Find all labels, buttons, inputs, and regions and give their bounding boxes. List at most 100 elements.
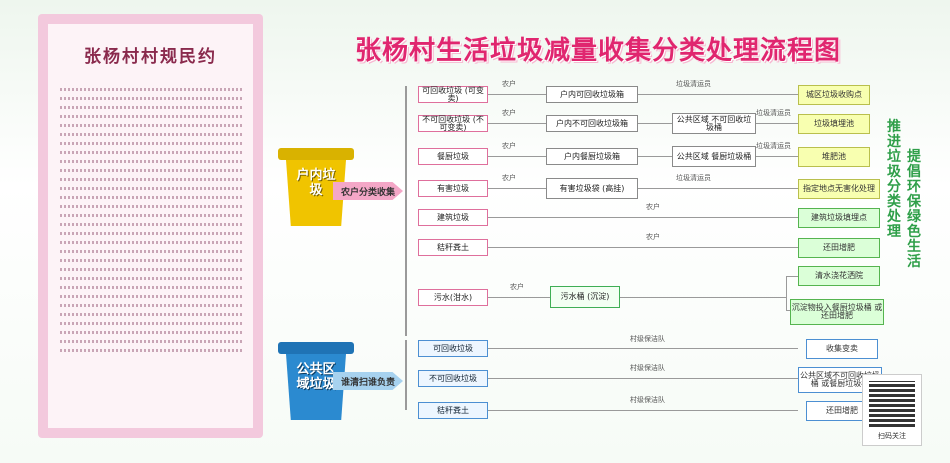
edge-label: 农户 xyxy=(502,109,516,117)
rule-line xyxy=(60,259,242,262)
village-rules-card: 张杨村村规民约 xyxy=(48,24,253,428)
rule-line xyxy=(60,277,242,280)
rule-line xyxy=(60,160,242,163)
flow-mid-box: 户内可回收垃圾箱 xyxy=(546,86,638,103)
edge-line xyxy=(488,378,798,379)
village-rules-title: 张杨村村规民约 xyxy=(84,47,217,67)
flow-end-box: 清水浇花洒院 xyxy=(798,266,880,286)
edge-line xyxy=(488,156,546,157)
bin-label: 公共区域垃圾 xyxy=(296,362,336,392)
edge-label: 垃圾清运员 xyxy=(676,174,711,182)
edge-line xyxy=(488,247,798,248)
flow-mid-box: 户内餐厨垃圾箱 xyxy=(546,148,638,165)
bin-lid xyxy=(278,148,354,160)
flow-end-box: 城区垃圾收购点 xyxy=(798,85,870,105)
rule-line xyxy=(60,88,242,91)
edge-line xyxy=(638,94,798,95)
rule-line xyxy=(60,322,242,325)
edge-line xyxy=(638,123,672,124)
edge-label: 农户 xyxy=(510,283,524,291)
rule-line xyxy=(60,241,242,244)
rule-line xyxy=(60,106,242,109)
flow-end-box: 还田增肥 xyxy=(798,238,880,258)
flow-end-box: 堆肥池 xyxy=(798,147,870,167)
edge-label: 村级保洁队 xyxy=(630,364,665,372)
village-rules-body xyxy=(60,84,242,358)
flow-start-box: 不可回收垃圾 xyxy=(418,370,488,387)
household-arrow: 农户分类收集 xyxy=(333,182,403,200)
flow-start-box: 污水(泔水) xyxy=(418,289,488,306)
public-arrow: 谁清扫谁负责 xyxy=(333,372,403,390)
edge-label: 农户 xyxy=(502,80,516,88)
rule-line xyxy=(60,223,242,226)
rule-line xyxy=(60,151,242,154)
edge-line xyxy=(488,123,546,124)
edge-line xyxy=(620,297,786,298)
edge-line xyxy=(488,297,550,298)
flow-start-box: 可回收垃圾 (可变卖) xyxy=(418,86,488,103)
flow-end-box: 建筑垃圾填埋点 xyxy=(798,208,880,228)
edge-label: 垃圾清运员 xyxy=(756,142,791,150)
rule-line xyxy=(60,313,242,316)
qr-pattern xyxy=(869,381,915,427)
edge-line xyxy=(488,410,798,411)
edge-line xyxy=(488,348,798,349)
qr-code[interactable]: 扫码关注 xyxy=(862,374,922,446)
edge-line xyxy=(638,156,672,157)
flow-end2-box: 沉淀物投入餐厨垃圾桶 或还田增肥 xyxy=(790,299,884,325)
edge-label: 村级保洁队 xyxy=(630,335,665,343)
rule-line xyxy=(60,286,242,289)
rule-line xyxy=(60,133,242,136)
rule-line xyxy=(60,331,242,334)
flow-mid-box: 污水桶 (沉淀) xyxy=(550,286,620,308)
flow-start-box: 有害垃圾 xyxy=(418,180,488,197)
flow-mid-box: 有害垃圾袋 (高挂) xyxy=(546,178,638,199)
flow-start-box: 秸秆粪土 xyxy=(418,239,488,256)
rule-line xyxy=(60,124,242,127)
qr-caption: 扫码关注 xyxy=(878,432,906,440)
flow-start-box: 餐厨垃圾 xyxy=(418,148,488,165)
rule-line xyxy=(60,142,242,145)
edge-label: 农户 xyxy=(646,233,660,241)
flow-start-box: 建筑垃圾 xyxy=(418,209,488,226)
rule-line xyxy=(60,349,242,352)
edge-label: 农户 xyxy=(502,174,516,182)
rule-line xyxy=(60,295,242,298)
flow-end-box: 指定地点无害化处理 xyxy=(798,179,880,199)
rule-line xyxy=(60,250,242,253)
rule-line xyxy=(60,304,242,307)
rule-line xyxy=(60,178,242,181)
edge-line xyxy=(786,276,798,277)
rule-line xyxy=(60,196,242,199)
rule-line xyxy=(60,340,242,343)
edge-line xyxy=(488,217,798,218)
rule-line xyxy=(60,268,242,271)
flow-start-box: 不可回收垃圾 (不可变卖) xyxy=(418,115,488,132)
edge-line xyxy=(488,94,546,95)
rule-line xyxy=(60,214,242,217)
edge-label: 垃圾清运员 xyxy=(676,80,711,88)
slogan-vertical-2: 提倡环保绿色生活 xyxy=(907,149,921,270)
flow-end-box: 垃圾填埋池 xyxy=(798,114,870,134)
edge-line xyxy=(756,156,798,157)
village-rules-panel: 张杨村村规民约 xyxy=(38,14,263,438)
bin-label: 户内垃圾 xyxy=(296,168,336,198)
flow-mid-box: 户内不可回收垃圾箱 xyxy=(546,115,638,132)
flow-start-box: 秸秆粪土 xyxy=(418,402,488,419)
rule-line xyxy=(60,115,242,118)
rule-line xyxy=(60,205,242,208)
slogan-vertical-1: 推进垃圾分类处理 xyxy=(887,119,901,240)
rule-line xyxy=(60,97,242,100)
edge-line xyxy=(638,188,798,189)
rule-line xyxy=(60,169,242,172)
rule-line xyxy=(60,187,242,190)
edge-label: 村级保洁队 xyxy=(630,396,665,404)
bin-lid xyxy=(278,342,354,354)
edge-line xyxy=(786,276,787,310)
edge-line xyxy=(756,123,798,124)
rule-line xyxy=(60,232,242,235)
flow-mid2-box: 公共区域 不可回收垃圾桶 xyxy=(672,113,756,134)
flow-start-box: 可回收垃圾 xyxy=(418,340,488,357)
flowchart-title: 张杨村生活垃圾减量收集分类处理流程图 xyxy=(354,36,841,66)
flow-end-box: 收集变卖 xyxy=(806,339,878,359)
